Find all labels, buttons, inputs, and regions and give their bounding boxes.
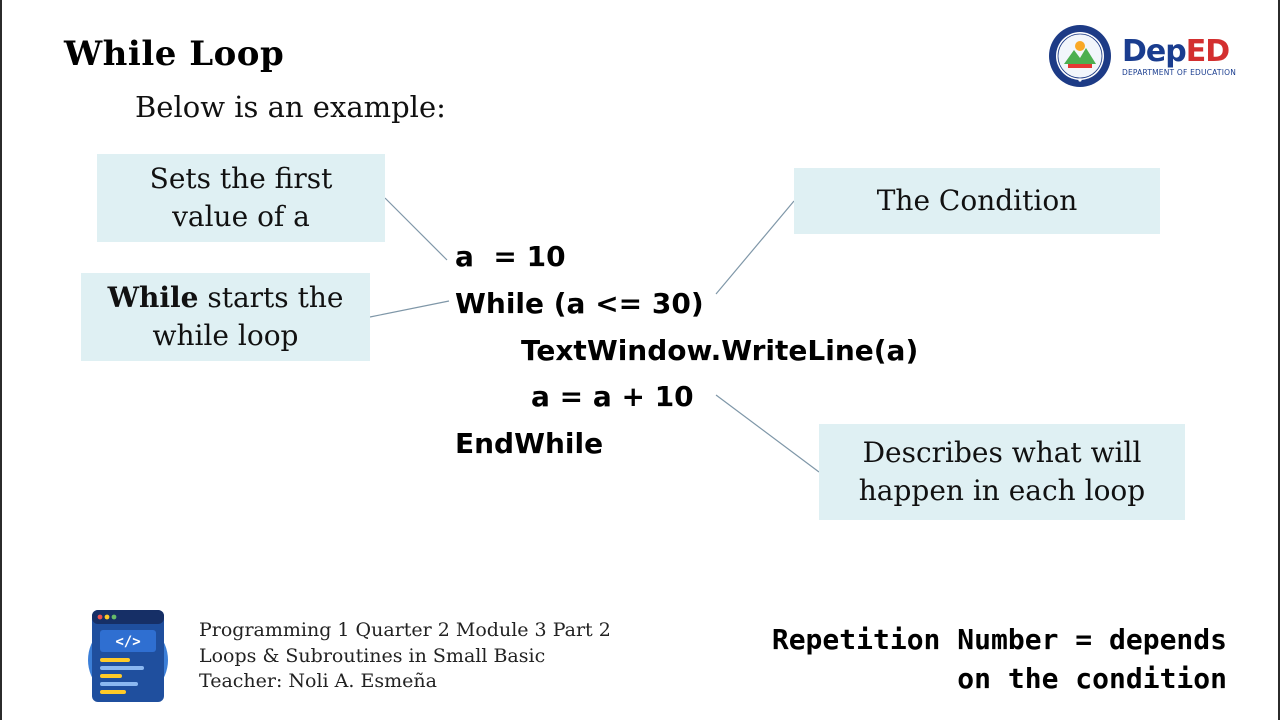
connector-while-start <box>369 300 450 318</box>
connector-first-value <box>384 197 448 261</box>
callout-first-value: Sets the first value of a <box>97 154 385 242</box>
module-info-line1: Programming 1 Quarter 2 Module 3 Part 2 <box>199 619 611 641</box>
callout-first-value-line1: Sets the first <box>149 162 333 195</box>
callout-each-loop: Describes what will happen in each loop <box>819 424 1185 520</box>
callout-while-start-line1: While starts the <box>108 279 344 317</box>
seal-icon <box>1049 25 1111 87</box>
deped-logo: DepED DEPARTMENT OF EDUCATION <box>1122 36 1242 84</box>
callout-each-loop-line2: happen in each loop <box>858 474 1146 507</box>
repetition-note-line1: Repetition Number = depends <box>771 623 1227 656</box>
svg-text:</>: </> <box>115 634 140 650</box>
deped-wordmark: DepED <box>1122 34 1230 69</box>
callout-while-start: While starts the while loop <box>81 273 370 361</box>
connector-condition <box>715 200 795 295</box>
callout-while-start-rest: starts the <box>198 281 344 314</box>
slide-title: While Loop <box>64 34 285 74</box>
callout-first-value-line2: value of a <box>172 200 310 233</box>
callout-each-loop-line1: Describes what will <box>862 436 1142 469</box>
code-line: While (a <= 30) <box>455 287 704 320</box>
callout-while-start-line2: while loop <box>152 319 299 352</box>
module-info-teacher: Teacher: Noli A. Esmeña <box>199 670 437 692</box>
code-line: EndWhile <box>455 427 604 460</box>
code-line: a = a + 10 <box>531 380 694 413</box>
deped-subtext: DEPARTMENT OF EDUCATION <box>1122 68 1237 77</box>
code-line: TextWindow.WriteLine(a) <box>521 334 919 367</box>
code-window-icon: </> <box>88 610 168 702</box>
repetition-note-line2: on the condition <box>957 662 1227 695</box>
module-info-line2: Loops & Subroutines in Small Basic <box>199 644 546 667</box>
repetition-note: Repetition Number = depends on the condi… <box>772 620 1227 698</box>
code-line: a = 10 <box>455 240 566 273</box>
connector-each-loop <box>715 394 820 473</box>
callout-condition: The Condition <box>794 168 1160 234</box>
callout-condition-text: The Condition <box>876 184 1078 217</box>
callout-while-keyword: While <box>107 281 199 314</box>
module-info: Programming 1 Quarter 2 Module 3 Part 2 … <box>199 618 611 695</box>
slide-subtitle: Below is an example: <box>135 90 446 124</box>
